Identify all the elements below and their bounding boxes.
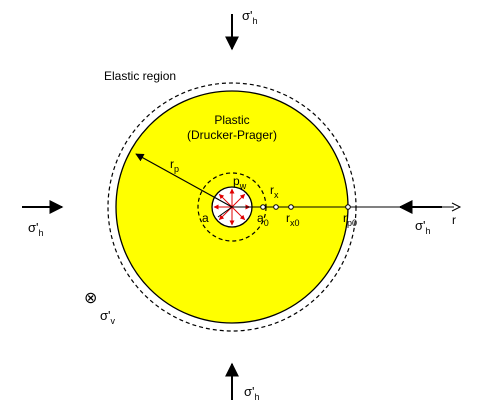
- stress-v-label: σ'v: [100, 308, 116, 326]
- point-rp0: [345, 204, 351, 210]
- point-a0: [260, 204, 266, 210]
- plastic-label: Plastic: [214, 113, 249, 127]
- a-radius-line: [217, 206, 233, 218]
- stress-h-right-label: σ'h: [415, 218, 431, 236]
- rp-label: rp: [170, 157, 179, 174]
- stress-h-bottom-label: σ'h: [244, 384, 260, 402]
- r-axis-label: r: [452, 213, 456, 227]
- point-rx: [273, 204, 279, 210]
- rp0-label: rp0: [343, 211, 357, 228]
- out-of-plane-icon: ⊗: [84, 290, 97, 307]
- wellbore-pressure-arrows: [213, 188, 251, 226]
- rp-radius-arrow: [135, 153, 233, 208]
- pw-label: pw: [233, 174, 247, 191]
- r-axis-arrowhead: [451, 202, 462, 212]
- a0-label: a0: [257, 211, 269, 228]
- stress-h-left-label: σ'h: [28, 220, 44, 238]
- point-rx0: [288, 204, 294, 210]
- stress-h-top-label: σ'h: [242, 8, 258, 26]
- a-label: a: [202, 211, 209, 225]
- rx-label: rx: [270, 183, 279, 200]
- drucker-prager-label: (Drucker-Prager): [187, 128, 277, 142]
- rx0-label: rx0: [286, 211, 300, 228]
- elastic-region-label: Elastic region: [104, 69, 176, 83]
